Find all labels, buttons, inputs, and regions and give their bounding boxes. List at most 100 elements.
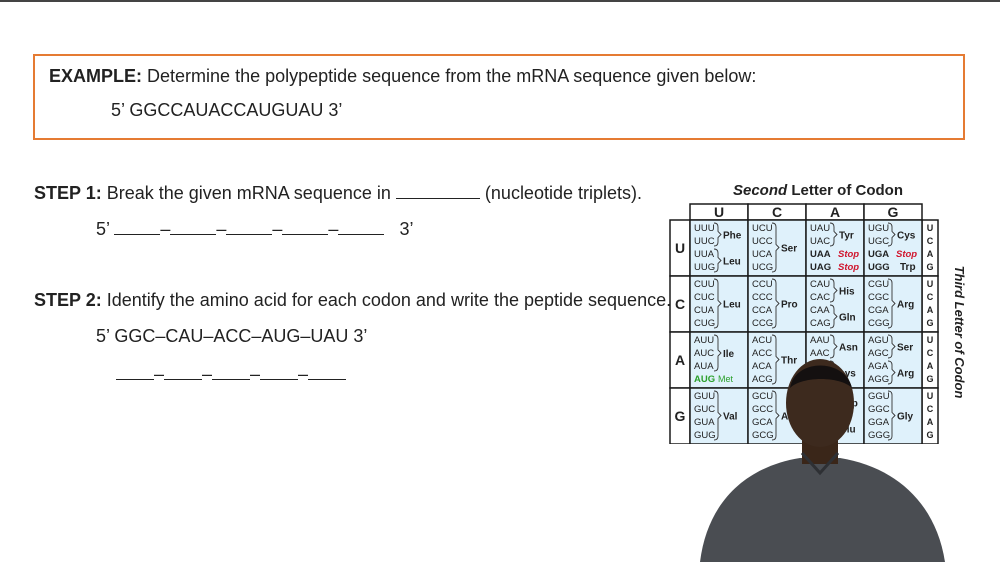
- codon: AGU: [868, 335, 889, 346]
- aa-blank-1[interactable]: [116, 365, 154, 380]
- codon: UGU: [868, 223, 889, 234]
- codon: GCA: [752, 417, 773, 428]
- aa-blank-3[interactable]: [212, 365, 251, 380]
- codon: GUU: [694, 391, 715, 402]
- third-letter-U: U: [927, 279, 934, 289]
- codon-bracket: [887, 278, 896, 329]
- top-divider: [0, 0, 1000, 2]
- codon: ACC: [752, 348, 772, 359]
- step1-text-after: (nucleotide triplets).: [484, 183, 642, 203]
- codon: GGA: [868, 417, 890, 428]
- step1-blank[interactable]: [395, 184, 480, 199]
- amino-acid-label: Val: [723, 412, 738, 423]
- codon: UCU: [752, 223, 773, 234]
- codon: CCU: [752, 279, 773, 290]
- codon: GCC: [752, 404, 773, 415]
- codon: AGC: [868, 348, 889, 359]
- example-prompt: EXAMPLE: Determine the polypeptide seque…: [49, 66, 756, 87]
- codon: UAG: [810, 262, 831, 273]
- stop-label: Stop: [838, 262, 859, 273]
- amino-acid-label: Gln: [839, 313, 856, 324]
- codon-cell: [863, 275, 923, 333]
- codon-bracket: [887, 360, 896, 385]
- codon-bracket: [713, 390, 722, 441]
- first-letter-G: G: [675, 408, 686, 424]
- aa-blank-4[interactable]: [260, 365, 299, 380]
- codon: UUA: [694, 249, 715, 260]
- third-letter-G: G: [926, 262, 933, 272]
- codon-sequence: 5’ GGC–CAU–ACC–AUG–UAU 3’: [96, 326, 368, 346]
- aa-blank-5[interactable]: [308, 365, 347, 380]
- codon-cell: [863, 331, 923, 389]
- third-letter-U: U: [927, 223, 934, 233]
- codon: UGG: [868, 262, 890, 273]
- codon: UAA: [810, 249, 831, 260]
- codon: GGC: [868, 404, 890, 415]
- codon-cell: [863, 387, 923, 444]
- codon-bracket: [771, 278, 780, 329]
- triplet-blank-4[interactable]: [282, 220, 329, 235]
- amino-acid-label: Glu: [839, 425, 856, 436]
- codon: CAG: [810, 318, 831, 329]
- amino-acid-label: Ile: [723, 349, 735, 360]
- codon: AUA: [694, 361, 714, 372]
- codon: UGA: [868, 249, 889, 260]
- third-letter-A: A: [927, 305, 934, 315]
- codon-bracket: [713, 278, 722, 329]
- codon-cell: [689, 387, 749, 444]
- codon: CCA: [752, 305, 773, 316]
- triplet-blank-1[interactable]: [114, 220, 161, 235]
- codon: CUC: [694, 292, 715, 303]
- example-box: EXAMPLE: Determine the polypeptide seque…: [33, 54, 965, 140]
- codon: AUG: [694, 374, 715, 385]
- triplet-blank-3[interactable]: [226, 220, 273, 235]
- third-letter-A: A: [927, 417, 934, 427]
- step1-line: STEP 1: Break the given mRNA sequence in…: [34, 183, 642, 204]
- third-letter-A: A: [927, 361, 934, 371]
- codon: AGG: [868, 374, 889, 385]
- amino-acid-label: Leu: [723, 257, 741, 268]
- second-letter-U: U: [714, 204, 724, 220]
- amino-acid-label: Cys: [897, 231, 916, 242]
- codon: CUU: [694, 279, 715, 290]
- codon-bracket: [829, 334, 838, 359]
- codon: ACU: [752, 335, 772, 346]
- second-letter-A: A: [830, 204, 840, 220]
- amino-acid-label: Gly: [897, 412, 914, 423]
- third-letter-U: U: [927, 335, 934, 345]
- step1-label: STEP 1:: [34, 183, 102, 203]
- codon: UAC: [810, 236, 830, 247]
- amino-acid-label: Ser: [781, 244, 797, 255]
- codon-bracket: [771, 222, 780, 273]
- stop-label: Stop: [896, 249, 917, 260]
- codon-cell: [747, 275, 807, 333]
- codon: ACG: [752, 374, 773, 385]
- codon-bracket: [829, 304, 838, 329]
- codon-bracket: [713, 222, 722, 247]
- codon: CUA: [694, 305, 715, 316]
- aa-blank-2[interactable]: [164, 365, 203, 380]
- triplet-blank-5[interactable]: [338, 220, 385, 235]
- codon: UUG: [694, 262, 715, 273]
- amino-acid-label: Tyr: [839, 231, 854, 242]
- amino-acid-label: Asn: [839, 343, 858, 354]
- third-letter-G: G: [926, 318, 933, 328]
- codon: CCC: [752, 292, 773, 303]
- codon-bracket: [887, 222, 896, 247]
- third-letter-G: G: [926, 430, 933, 440]
- amino-acid-label: Phe: [723, 231, 742, 242]
- amino-acid-label: Trp: [900, 262, 916, 273]
- codon-bracket: [713, 248, 722, 273]
- codon-bracket: [829, 278, 838, 303]
- triplet-blank-2[interactable]: [170, 220, 217, 235]
- codon: UCG: [752, 262, 773, 273]
- codon: CGC: [868, 292, 889, 303]
- presenter-collar: [800, 451, 840, 476]
- third-letter-axis-label: Third Letter of Codon: [952, 266, 967, 399]
- step1-five-prime: 5’: [96, 219, 110, 239]
- codon-cell: [863, 219, 923, 277]
- codon: AUU: [694, 335, 714, 346]
- amino-acid-label: Ser: [897, 343, 913, 354]
- second-letter-G: G: [888, 204, 899, 220]
- amino-acid-label: His: [839, 287, 855, 298]
